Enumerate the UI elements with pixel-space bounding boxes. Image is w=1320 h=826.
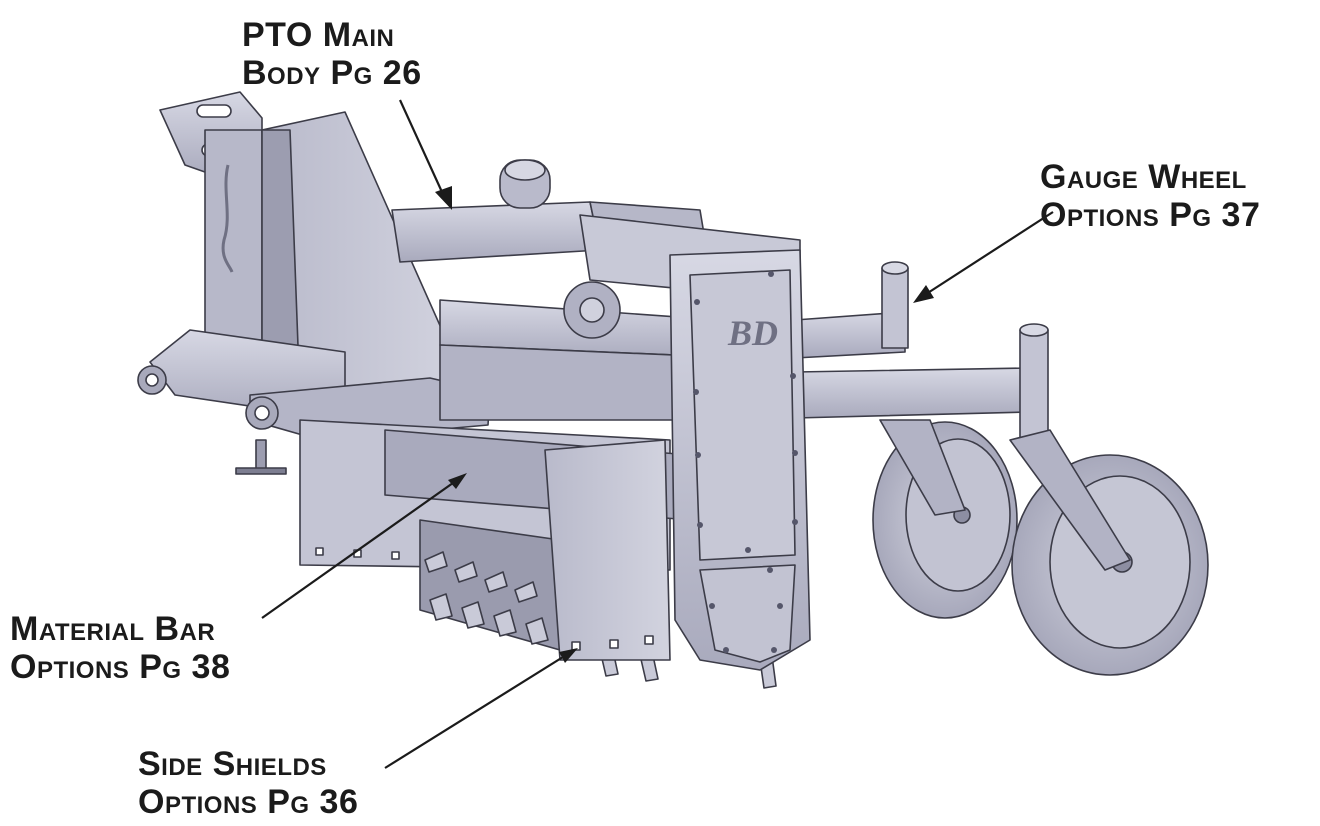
- pto-arrowhead: [435, 186, 452, 210]
- pto-callout-line2: Body Pg 26: [242, 54, 422, 92]
- gauge-callout-line2: Options Pg 37: [1040, 196, 1261, 234]
- rotor-drum: [419, 519, 777, 689]
- side-shield: [544, 439, 671, 661]
- gauge-wheel-rear: [872, 419, 1018, 619]
- safety-chain: [221, 164, 234, 273]
- pto-leader: [398, 99, 449, 204]
- material-arrowhead: [448, 473, 467, 489]
- side-callout-line1: Side Shields: [138, 745, 327, 783]
- material-leader: [261, 477, 461, 619]
- pto-main-body-callout: PTO Main Body Pg 26: [242, 16, 422, 92]
- gauge-callout-line1: Gauge Wheel: [1040, 158, 1247, 196]
- gauge-wheel-callout: Gauge Wheel Options Pg 37: [1040, 158, 1260, 234]
- gauge-wheel-front: [1009, 429, 1209, 676]
- end-plate-bolts: [693, 271, 798, 653]
- brand-logo: BD: [727, 313, 778, 353]
- side-callout-line2: Options Pg 36: [138, 783, 359, 821]
- material-bar-callout: Material Bar Options Pg 38: [10, 610, 230, 686]
- body-holes: [315, 547, 400, 560]
- side-leader: [384, 651, 572, 769]
- gauge-leader: [919, 211, 1054, 299]
- callout-leaders: [261, 99, 1054, 769]
- side-shields-callout: Side Shields Options Pg 36: [138, 745, 358, 821]
- wheel-support-arms: [794, 261, 1049, 451]
- drive-end-plate: BD: [669, 249, 811, 671]
- pto-callout-line1: PTO Main: [242, 16, 395, 54]
- material-callout-line2: Options Pg 38: [10, 648, 231, 686]
- gauge-arrowhead: [913, 285, 934, 303]
- side-arrowhead: [559, 648, 578, 663]
- callout-arrowheads: [435, 186, 934, 663]
- material-callout-line1: Material Bar: [10, 610, 216, 648]
